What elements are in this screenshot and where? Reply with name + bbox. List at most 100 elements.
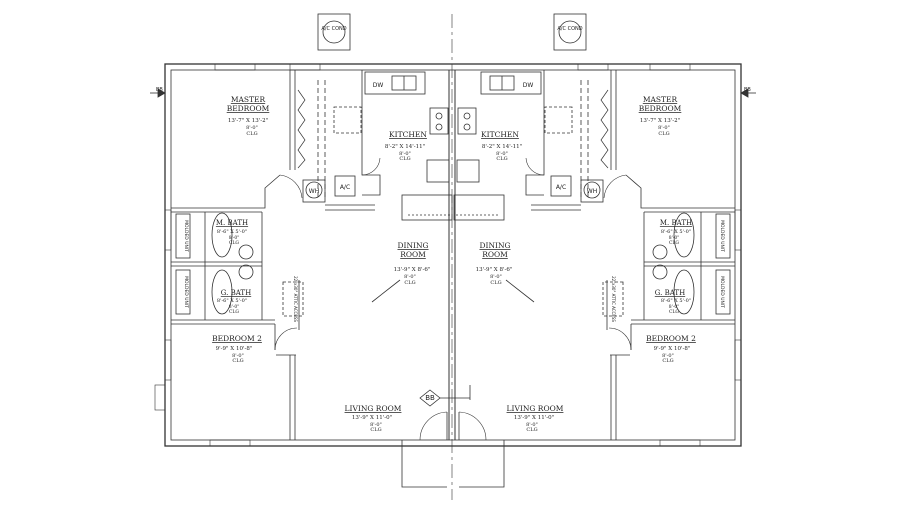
svg-text:CLG: CLG — [246, 131, 257, 137]
room-g-bath-right: G. BATH 8'-6" X 5'-0" 8'-0" CLG — [655, 289, 691, 315]
room-living-left: LIVING ROOM 13'-9" X 11'-0" 8'-0" CLG — [345, 404, 402, 433]
svg-text:8'-6" X 5'-0": 8'-6" X 5'-0" — [661, 298, 691, 304]
svg-text:BEDROOM 2: BEDROOM 2 — [646, 334, 696, 343]
dw-label-right: DW — [523, 82, 534, 89]
svg-text:CLG: CLG — [370, 427, 381, 433]
svg-text:13'-9" X 11'-0": 13'-9" X 11'-0" — [352, 415, 392, 421]
molded-unit-label-left-1: MOLDED UNIT — [183, 220, 189, 252]
room-g-bath-left: G. BATH 8'-6" X 5'-0" 8'-0" CLG — [217, 289, 251, 315]
dw-label-left: DW — [373, 82, 384, 89]
room-m-bath-left: M. BATH 8'-6" X 5'-0" 8'-0" CLG — [216, 219, 248, 246]
section-label-bb: BB — [425, 394, 435, 402]
svg-text:ROOM: ROOM — [400, 250, 426, 259]
svg-text:DINING: DINING — [479, 241, 510, 250]
svg-text:CLG: CLG — [669, 240, 679, 246]
svg-text:8'-0": 8'-0" — [658, 125, 670, 131]
svg-text:13'-7" X 13'-2": 13'-7" X 13'-2" — [228, 118, 268, 124]
svg-text:CLG: CLG — [229, 309, 239, 315]
svg-text:KITCHEN: KITCHEN — [389, 130, 427, 139]
svg-text:CLG: CLG — [658, 131, 669, 137]
svg-text:13'-9" X 8'-6": 13'-9" X 8'-6" — [476, 267, 513, 273]
svg-text:8'-0": 8'-0" — [669, 235, 680, 241]
svg-text:8'-2" X 14'-11": 8'-2" X 14'-11" — [385, 144, 425, 150]
svg-text:G. BATH: G. BATH — [655, 289, 685, 297]
svg-text:8'-0": 8'-0" — [370, 422, 382, 428]
svg-text:8'-6" X 5'-0": 8'-6" X 5'-0" — [217, 298, 247, 304]
windows — [154, 63, 742, 447]
svg-text:8'-0": 8'-0" — [229, 304, 240, 310]
svg-text:MASTER: MASTER — [231, 95, 266, 104]
svg-text:8'-0": 8'-0" — [229, 235, 240, 241]
svg-text:DINING: DINING — [397, 241, 428, 250]
svg-text:CLG: CLG — [490, 280, 501, 286]
ac-condenser-left — [317, 13, 351, 51]
svg-text:BEDROOM 2: BEDROOM 2 — [212, 334, 262, 343]
svg-text:BEDROOM: BEDROOM — [227, 104, 270, 113]
section-label-left: BB — [156, 87, 163, 93]
svg-text:CLG: CLG — [232, 358, 243, 364]
svg-text:8'-0": 8'-0" — [404, 274, 416, 280]
svg-text:8'-0": 8'-0" — [232, 353, 244, 359]
ac-label-left: A/C — [340, 184, 350, 191]
svg-text:CLG: CLG — [669, 309, 679, 315]
svg-text:CLG: CLG — [404, 280, 415, 286]
svg-text:KITCHEN: KITCHEN — [481, 130, 519, 139]
svg-text:8'-0": 8'-0" — [490, 274, 502, 280]
svg-text:G. BATH: G. BATH — [221, 289, 251, 297]
svg-text:ROOM: ROOM — [482, 250, 508, 259]
room-master-bedroom-right: MASTER BEDROOM 13'-7" X 13'-2" 8'-0" CLG — [639, 95, 682, 137]
ac-cond-label-right: A/C COND — [557, 26, 582, 32]
molded-unit-label-right-2: MOLDED UNIT — [719, 276, 725, 308]
room-bedroom-2-left: BEDROOM 2 9'-9" X 10'-8" 8'-0" CLG — [212, 334, 262, 364]
section-marks — [150, 88, 756, 98]
svg-text:CLG: CLG — [496, 156, 507, 162]
svg-text:13'-9" X 11'-0": 13'-9" X 11'-0" — [514, 415, 554, 421]
room-living-right: LIVING ROOM 13'-9" X 11'-0" 8'-0" CLG — [507, 404, 564, 433]
ac-condenser-right — [553, 13, 587, 51]
svg-text:M. BATH: M. BATH — [660, 219, 692, 227]
svg-text:LIVING ROOM: LIVING ROOM — [345, 404, 402, 413]
room-kitchen-left: KITCHEN 8'-2" X 14'-11" 8'-0" CLG — [385, 130, 427, 162]
section-label-right: BB — [744, 87, 751, 93]
svg-text:9'-9" X 10'-8": 9'-9" X 10'-8" — [216, 346, 253, 352]
svg-text:13'-9" X 8'-6": 13'-9" X 8'-6" — [394, 267, 431, 273]
section-bb-marker — [419, 385, 471, 407]
right-unit-walls — [453, 70, 735, 488]
svg-text:8'-0": 8'-0" — [662, 353, 674, 359]
svg-text:8'-0": 8'-0" — [399, 151, 411, 157]
wh-label-left: WH — [309, 188, 319, 195]
svg-text:MASTER: MASTER — [643, 95, 678, 104]
svg-text:8'-6" X 5'-0": 8'-6" X 5'-0" — [661, 229, 691, 235]
svg-text:8'-0": 8'-0" — [246, 125, 258, 131]
party-wall — [448, 14, 456, 500]
svg-text:CLG: CLG — [229, 240, 239, 246]
svg-text:13'-7" X 13'-2": 13'-7" X 13'-2" — [640, 118, 680, 124]
ac-cond-label-left: A/C COND — [321, 26, 346, 32]
svg-text:CLG: CLG — [662, 358, 673, 364]
attic-access-label-left: 22"x30" ATTIC ACCESS — [293, 276, 298, 322]
svg-text:M. BATH: M. BATH — [216, 219, 248, 227]
wh-label-right: WH — [587, 188, 597, 195]
room-dining-left: DINING ROOM 13'-9" X 8'-6" 8'-0" CLG — [394, 241, 431, 286]
svg-text:9'-9" X 10'-8": 9'-9" X 10'-8" — [654, 346, 691, 352]
room-master-bedroom-left: MASTER BEDROOM 13'-7" X 13'-2" 8'-0" CLG — [227, 95, 270, 137]
svg-text:8'-6" X 5'-0": 8'-6" X 5'-0" — [217, 229, 247, 235]
ac-label-right: A/C — [556, 184, 566, 191]
left-unit-walls — [171, 70, 453, 488]
room-m-bath-right: M. BATH 8'-6" X 5'-0" 8'-0" CLG — [660, 219, 692, 246]
room-dining-right: DINING ROOM 13'-9" X 8'-6" 8'-0" CLG — [476, 241, 513, 286]
svg-text:CLG: CLG — [399, 156, 410, 162]
svg-text:8'-0": 8'-0" — [496, 151, 508, 157]
svg-text:8'-0": 8'-0" — [526, 422, 538, 428]
room-kitchen-right: KITCHEN 8'-2" X 14'-11" 8'-0" CLG — [481, 130, 522, 162]
svg-text:8'-2" X 14'-11": 8'-2" X 14'-11" — [482, 144, 522, 150]
exterior-walls — [164, 63, 742, 447]
svg-text:LIVING ROOM: LIVING ROOM — [507, 404, 564, 413]
svg-text:CLG: CLG — [526, 427, 537, 433]
svg-text:BEDROOM: BEDROOM — [639, 104, 682, 113]
svg-text:8'-0": 8'-0" — [669, 304, 680, 310]
attic-access-label-right: 22"x30" ATTIC ACCESS — [611, 276, 616, 322]
molded-unit-left — [175, 212, 254, 315]
